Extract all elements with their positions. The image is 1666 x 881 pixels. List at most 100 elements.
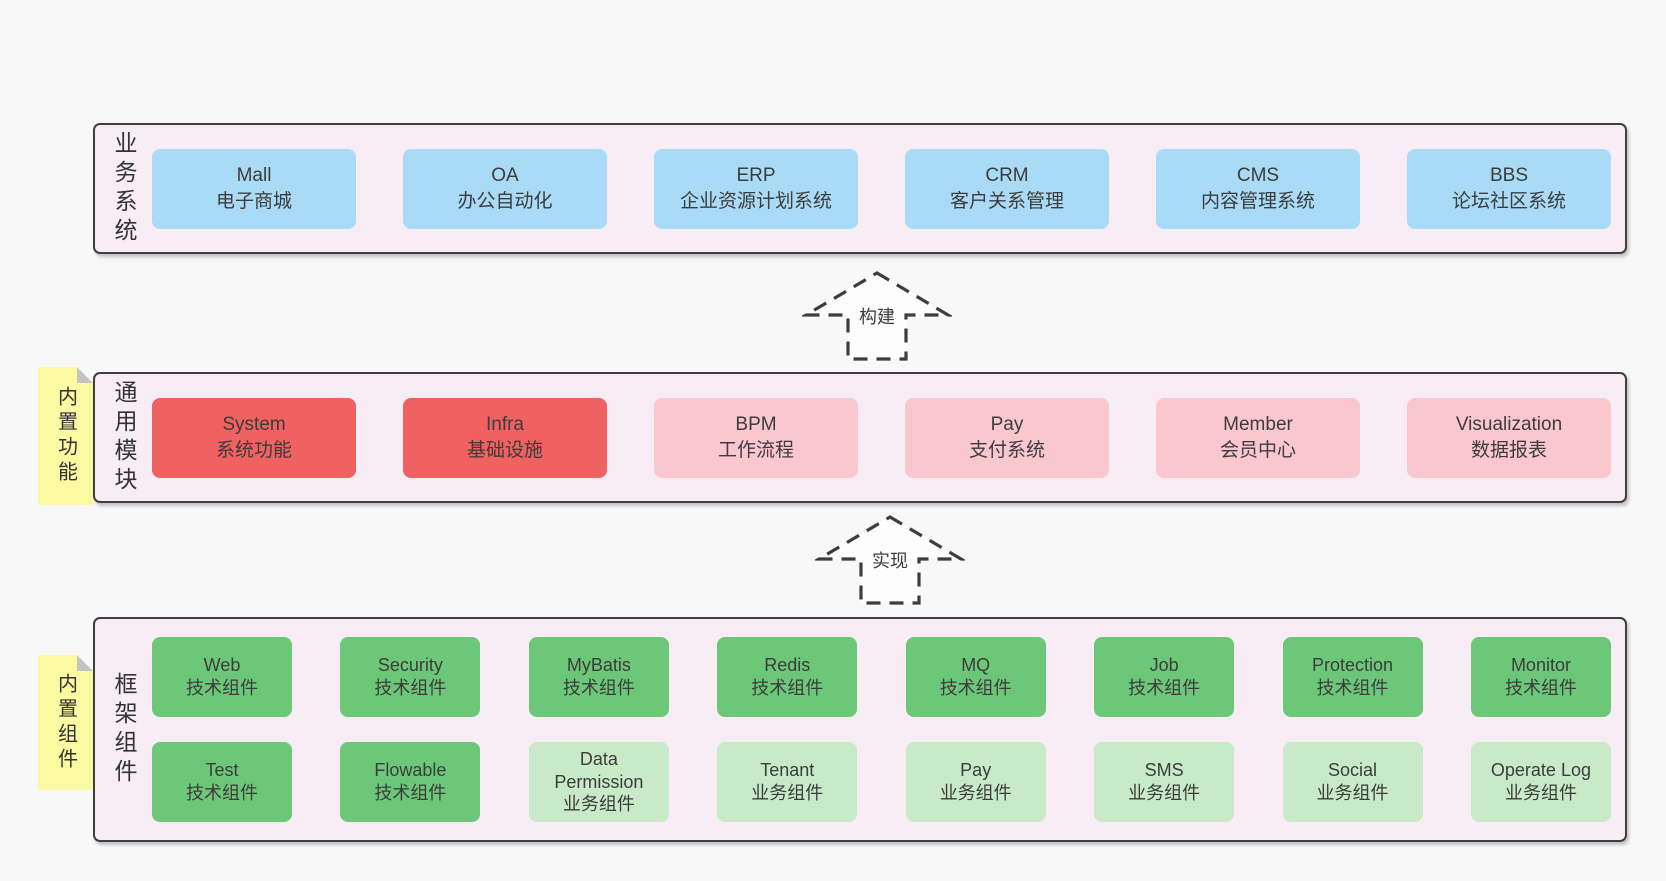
box-desc: 办公自动化 bbox=[457, 190, 553, 212]
box-mall: Mall 电子商城 bbox=[152, 148, 356, 229]
folded-corner-icon bbox=[77, 367, 93, 383]
box-name: MQ bbox=[961, 655, 991, 676]
box-name: Infra bbox=[485, 414, 525, 436]
box-infra: Infra 基础设施 bbox=[403, 397, 607, 478]
box-monitor: Monitor 技术组件 bbox=[1470, 637, 1611, 717]
box-desc: 技术组件 bbox=[186, 783, 258, 803]
box-name: Security bbox=[377, 655, 443, 676]
box-test: Test 技术组件 bbox=[152, 742, 292, 822]
layer-label-framework-components: 框架组件 bbox=[95, 619, 152, 840]
box-desc: 数据报表 bbox=[1470, 439, 1547, 461]
biz-components-row: Test 技术组件 Flowable 技术组件 Data Permission … bbox=[152, 742, 1611, 822]
box-desc: 技术组件 bbox=[1316, 678, 1389, 698]
box-cms: CMS 内容管理系统 bbox=[1156, 148, 1360, 229]
box-desc: 技术组件 bbox=[562, 678, 635, 698]
box-protection: Protection 技术组件 bbox=[1282, 637, 1423, 717]
box-data-permission: Data Permission 业务组件 bbox=[528, 742, 669, 822]
sticky-note-text: 内置组件 bbox=[54, 672, 77, 773]
box-name: Pay bbox=[990, 414, 1024, 436]
box-desc: 会员中心 bbox=[1219, 439, 1296, 461]
box-desc: 技术组件 bbox=[1128, 678, 1201, 698]
box-redis: Redis 技术组件 bbox=[717, 637, 858, 717]
box-desc: 企业资源计划系统 bbox=[679, 190, 832, 212]
box-desc: 支付系统 bbox=[968, 439, 1045, 461]
box-desc: 业务组件 bbox=[939, 783, 1012, 803]
folded-corner-icon bbox=[77, 655, 93, 671]
arrow-implement: 实现 bbox=[815, 514, 965, 606]
box-desc: 技术组件 bbox=[1504, 678, 1577, 698]
box-name: OA bbox=[491, 165, 519, 187]
box-desc: 工作流程 bbox=[717, 439, 794, 461]
arrow-implement-label: 实现 bbox=[868, 546, 912, 574]
box-job: Job 技术组件 bbox=[1094, 637, 1235, 717]
box-mybatis: MyBatis 技术组件 bbox=[528, 637, 669, 717]
box-desc: 技术组件 bbox=[751, 678, 824, 698]
box-social: Social 业务组件 bbox=[1282, 742, 1423, 822]
box-name: Operate Log bbox=[1490, 760, 1591, 781]
box-web: Web 技术组件 bbox=[152, 637, 292, 717]
box-oa: OA 办公自动化 bbox=[403, 148, 607, 229]
layer-framework-components: 框架组件 Web 技术组件 Security 技术组件 MyBatis 技术组件… bbox=[93, 617, 1627, 842]
box-desc: 业务组件 bbox=[1128, 783, 1201, 803]
box-name: System bbox=[222, 414, 286, 436]
box-name: Data Permission bbox=[554, 748, 644, 792]
box-name: Redis bbox=[764, 655, 811, 676]
box-desc: 技术组件 bbox=[374, 678, 447, 698]
box-name: Pay bbox=[960, 760, 992, 781]
business-systems-row: Mall 电子商城 OA 办公自动化 ERP 企业资源计划系统 CRM 客户关系… bbox=[152, 125, 1625, 252]
layer-label-text: 框架组件 bbox=[111, 671, 137, 788]
box-desc: 业务组件 bbox=[1504, 783, 1577, 803]
box-pay-biz: Pay 业务组件 bbox=[905, 742, 1046, 822]
box-name: SMS bbox=[1144, 760, 1184, 781]
box-name: BPM bbox=[735, 414, 777, 436]
box-name: Social bbox=[1328, 760, 1378, 781]
box-name: CMS bbox=[1236, 165, 1280, 187]
box-mq: MQ 技术组件 bbox=[905, 637, 1046, 717]
box-bbs: BBS 论坛社区系统 bbox=[1407, 148, 1611, 229]
arrow-build-label: 构建 bbox=[855, 302, 899, 330]
box-desc: 技术组件 bbox=[939, 678, 1012, 698]
box-name: Web bbox=[203, 655, 241, 676]
box-name: Flowable bbox=[374, 760, 447, 781]
box-security: Security 技术组件 bbox=[340, 637, 481, 717]
box-desc: 技术组件 bbox=[186, 678, 258, 698]
box-bpm: BPM 工作流程 bbox=[654, 397, 858, 478]
box-desc: 系统功能 bbox=[215, 439, 292, 461]
box-desc: 业务组件 bbox=[1316, 783, 1389, 803]
box-name: Visualization bbox=[1455, 414, 1563, 436]
box-sms: SMS 业务组件 bbox=[1094, 742, 1235, 822]
box-operate-log: Operate Log 业务组件 bbox=[1470, 742, 1611, 822]
framework-components-grid: Web 技术组件 Security 技术组件 MyBatis 技术组件 Redi… bbox=[152, 619, 1625, 840]
box-visualization: Visualization 数据报表 bbox=[1407, 397, 1611, 478]
box-pay: Pay 支付系统 bbox=[905, 397, 1109, 478]
box-name: ERP bbox=[736, 165, 776, 187]
box-name: Member bbox=[1223, 414, 1293, 436]
box-tenant: Tenant 业务组件 bbox=[717, 742, 858, 822]
box-name: BBS bbox=[1489, 165, 1529, 187]
box-name: Test bbox=[205, 760, 239, 781]
common-modules-row: System 系统功能 Infra 基础设施 BPM 工作流程 Pay 支付系统… bbox=[152, 374, 1625, 501]
tech-components-row: Web 技术组件 Security 技术组件 MyBatis 技术组件 Redi… bbox=[152, 637, 1611, 717]
box-desc: 电子商城 bbox=[215, 190, 292, 212]
box-desc: 内容管理系统 bbox=[1200, 190, 1315, 212]
layer-label-common-modules: 通用模块 bbox=[95, 374, 152, 501]
box-name: MyBatis bbox=[566, 655, 631, 676]
box-name: Job bbox=[1149, 655, 1179, 676]
box-system: System 系统功能 bbox=[152, 397, 356, 478]
sticky-note-text: 内置功能 bbox=[54, 386, 77, 486]
box-member: Member 会员中心 bbox=[1156, 397, 1360, 478]
box-name: CRM bbox=[985, 165, 1029, 187]
box-name: Mall bbox=[236, 165, 272, 187]
box-desc: 业务组件 bbox=[751, 783, 824, 803]
box-desc: 基础设施 bbox=[466, 439, 543, 461]
layer-common-modules: 通用模块 System 系统功能 Infra 基础设施 BPM 工作流程 Pay… bbox=[93, 372, 1627, 503]
box-desc: 业务组件 bbox=[562, 794, 635, 815]
layer-business-systems: 业务系统 Mall 电子商城 OA 办公自动化 ERP 企业资源计划系统 CRM… bbox=[93, 123, 1627, 254]
sticky-note-built-in-components: 内置组件 bbox=[38, 655, 93, 790]
arrow-build: 构建 bbox=[802, 270, 952, 362]
box-erp: ERP 企业资源计划系统 bbox=[654, 148, 858, 229]
box-name: Protection bbox=[1312, 655, 1394, 676]
box-desc: 客户关系管理 bbox=[949, 190, 1064, 212]
box-desc: 技术组件 bbox=[374, 783, 447, 803]
